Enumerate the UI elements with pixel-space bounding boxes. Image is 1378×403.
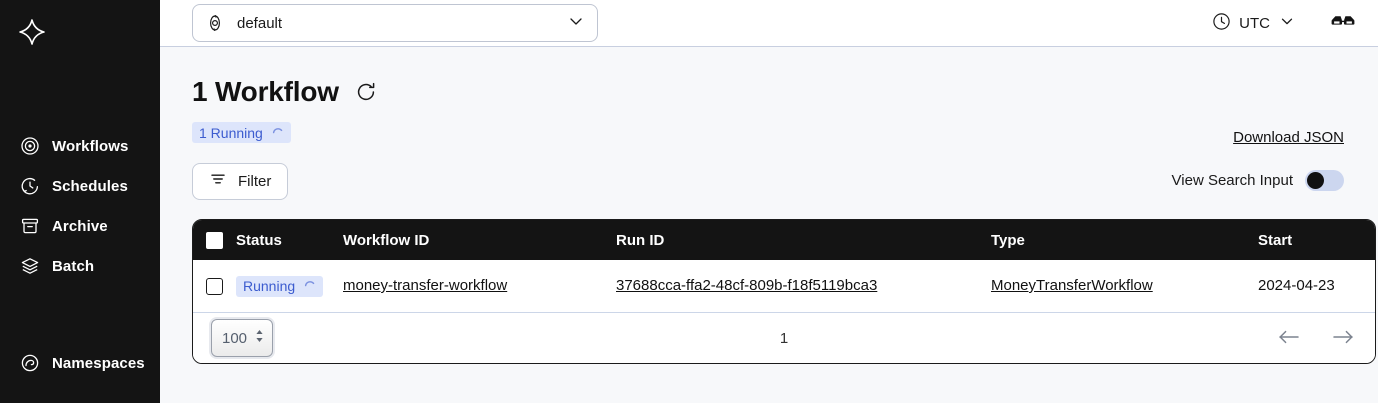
page-title: 1 Workflow bbox=[192, 76, 339, 107]
row-checkbox[interactable] bbox=[206, 277, 223, 295]
row-select-cell bbox=[193, 277, 236, 295]
sidebar: Workflows Schedules bbox=[0, 0, 160, 403]
sidebar-item-schedules[interactable]: Schedules bbox=[0, 166, 160, 206]
namespace-icon bbox=[205, 13, 225, 33]
refresh-icon[interactable] bbox=[355, 81, 377, 103]
start-time-value: 2024-04-23 bbox=[1258, 277, 1335, 294]
run-id-link[interactable]: 37688cca-ffa2-48cf-809b-f18f5119bca3 bbox=[616, 277, 878, 294]
arrow-right-icon[interactable] bbox=[1331, 327, 1353, 349]
download-json-link[interactable]: Download JSON bbox=[1233, 129, 1344, 146]
chevron-down-icon bbox=[567, 12, 585, 35]
cell-workflow-id: money-transfer-workflow bbox=[343, 277, 616, 295]
archive-icon bbox=[20, 216, 40, 236]
view-search-input-row: View Search Input bbox=[1172, 170, 1344, 191]
sidebar-item-label: Batch bbox=[52, 257, 95, 275]
main-panel: 1 Workflow 1 Running Download JSON bbox=[160, 47, 1378, 403]
sidebar-item-label: Workflows bbox=[52, 137, 129, 155]
column-header-status[interactable]: Status bbox=[236, 231, 282, 249]
glasses-icon[interactable] bbox=[1330, 11, 1356, 36]
sidebar-item-label: Namespaces bbox=[52, 354, 145, 372]
sidebar-item-label: Schedules bbox=[52, 177, 128, 195]
sidebar-secondary-nav: Namespaces bbox=[0, 343, 160, 383]
schedules-icon bbox=[20, 176, 40, 196]
workflows-table: Status Workflow ID Run ID Type Start Run… bbox=[192, 219, 1376, 364]
content-area: default UTC bbox=[160, 0, 1378, 403]
select-all-checkbox[interactable] bbox=[206, 231, 223, 249]
filter-button-label: Filter bbox=[238, 173, 272, 190]
pagination-controls bbox=[1277, 327, 1353, 349]
filter-button[interactable]: Filter bbox=[192, 163, 289, 200]
timezone-select[interactable]: UTC bbox=[1212, 12, 1296, 36]
row-status-label: Running bbox=[243, 278, 296, 294]
spinner-icon bbox=[272, 125, 284, 141]
cell-start: 2024-04-23 bbox=[1258, 277, 1375, 295]
status-badge[interactable]: 1 Running bbox=[192, 122, 291, 143]
view-search-input-label: View Search Input bbox=[1171, 172, 1293, 189]
page-indicator: 1 bbox=[779, 329, 789, 347]
batch-icon bbox=[20, 256, 40, 276]
clock-icon bbox=[1212, 12, 1231, 36]
stepper-icon bbox=[254, 327, 265, 350]
page-size-select[interactable]: 100 bbox=[211, 319, 273, 357]
arrow-left-icon[interactable] bbox=[1277, 327, 1299, 349]
sidebar-item-label: Archive bbox=[52, 217, 108, 235]
toggle-knob bbox=[1307, 172, 1324, 189]
column-header-start[interactable]: Start bbox=[1258, 231, 1293, 249]
sidebar-item-archive[interactable]: Archive bbox=[0, 206, 160, 246]
select-all-cell bbox=[193, 231, 236, 249]
top-bar-right: UTC bbox=[1212, 0, 1356, 47]
workflow-type-link[interactable]: MoneyTransferWorkflow bbox=[991, 277, 1153, 294]
table-header-row: Status Workflow ID Run ID Type Start bbox=[193, 220, 1375, 260]
status-badge-label: 1 Running bbox=[199, 124, 263, 141]
sidebar-item-namespaces[interactable]: Namespaces bbox=[0, 343, 160, 383]
table-row[interactable]: Running money-transfer-workflow 3768 bbox=[193, 260, 1375, 313]
cell-type: MoneyTransferWorkflow bbox=[991, 277, 1258, 295]
workflows-icon bbox=[20, 136, 40, 156]
cell-status: Running bbox=[236, 275, 343, 297]
column-header-type[interactable]: Type bbox=[991, 231, 1025, 249]
sidebar-primary-nav: Workflows Schedules bbox=[0, 126, 160, 286]
namespace-value: default bbox=[237, 14, 283, 32]
timezone-value: UTC bbox=[1239, 15, 1270, 32]
title-row: 1 Workflow bbox=[192, 78, 377, 106]
sidebar-item-workflows[interactable]: Workflows bbox=[0, 126, 160, 166]
column-header-run-id[interactable]: Run ID bbox=[616, 231, 665, 249]
temporal-logo-icon[interactable] bbox=[16, 16, 48, 48]
view-search-input-toggle[interactable] bbox=[1305, 170, 1344, 191]
table-footer: 100 1 bbox=[193, 313, 1375, 363]
page-size-value: 100 bbox=[222, 329, 248, 347]
chevron-down-icon bbox=[1278, 12, 1296, 35]
filter-icon bbox=[209, 170, 227, 193]
workflow-id-link[interactable]: money-transfer-workflow bbox=[343, 277, 508, 294]
top-bar: default UTC bbox=[160, 0, 1378, 47]
namespace-select[interactable]: default bbox=[192, 4, 598, 42]
cell-run-id: 37688cca-ffa2-48cf-809b-f18f5119bca3 bbox=[616, 277, 991, 295]
sidebar-item-batch[interactable]: Batch bbox=[0, 246, 160, 286]
spinner-icon bbox=[304, 278, 316, 294]
row-status-badge[interactable]: Running bbox=[236, 275, 324, 297]
column-header-workflow-id[interactable]: Workflow ID bbox=[343, 231, 430, 249]
namespaces-icon bbox=[20, 353, 40, 373]
